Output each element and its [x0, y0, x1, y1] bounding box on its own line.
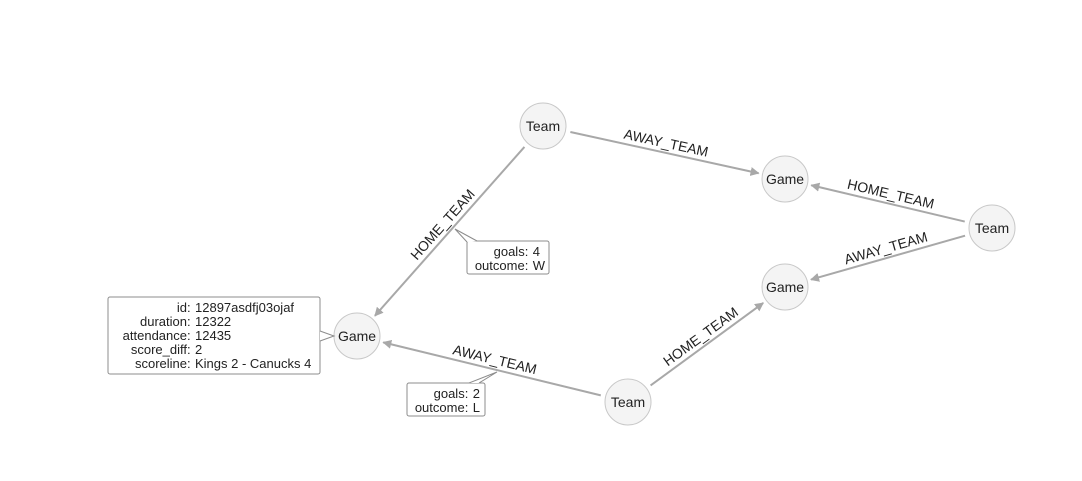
tooltip-pointer: [468, 371, 498, 384]
node-game[interactable]: Game: [333, 312, 381, 360]
node-team[interactable]: Team: [968, 204, 1016, 252]
node-game[interactable]: Game: [761, 263, 809, 311]
tooltip-value: Kings 2 - Canucks 4: [195, 356, 311, 371]
property-tooltip: goals:2 outcome: L: [406, 371, 498, 417]
tooltip-colon: :: [187, 300, 191, 315]
edge-label: HOME_TEAM: [846, 176, 936, 212]
edge-away-team[interactable]: AWAY_TEAM: [810, 228, 966, 282]
tooltip-colon: :: [187, 314, 191, 329]
node-circle[interactable]: [761, 263, 809, 311]
edge-line[interactable]: [374, 146, 526, 317]
node-label: Team: [975, 220, 1009, 236]
edge-line[interactable]: [810, 182, 965, 223]
node-circle[interactable]: [968, 204, 1016, 252]
tooltip-key: score_diff: [131, 342, 188, 357]
edge-label: AWAY_TEAM: [623, 126, 710, 160]
node-game[interactable]: Game: [761, 155, 809, 203]
tooltip-value: 2: [473, 386, 480, 401]
tooltip-key: outcome: [475, 258, 525, 273]
tooltip-key: id: [177, 300, 187, 315]
tooltip-key: scoreline: [135, 356, 187, 371]
tooltip-key: duration: [140, 314, 187, 329]
node-team[interactable]: Team: [604, 378, 652, 426]
edge-label: HOME_TEAM: [660, 304, 741, 369]
node-label: Team: [611, 394, 645, 410]
edge-line[interactable]: [810, 234, 966, 282]
tooltip-value: 12322: [195, 314, 231, 329]
edge-home-team[interactable]: HOME_TEAM: [649, 302, 764, 387]
tooltip-colon: :: [187, 356, 191, 371]
tooltip-key: attendance: [123, 328, 187, 343]
tooltip-pointer: [319, 330, 336, 342]
edge-home-team[interactable]: HOME_TEAM: [810, 176, 965, 223]
tooltip-value: 12897asdfj03ojaf: [195, 300, 294, 315]
tooltip-colon: :: [525, 258, 529, 273]
tooltip-key: outcome: [415, 400, 465, 415]
tooltip-key: goals: [494, 244, 526, 259]
node-label: Game: [766, 279, 804, 295]
node-circle[interactable]: [604, 378, 652, 426]
tooltip-box: [406, 382, 486, 417]
node-circle[interactable]: [761, 155, 809, 203]
tooltip-value: 4: [533, 244, 540, 259]
edge-label: AWAY_TEAM: [451, 341, 538, 377]
edge-line[interactable]: [649, 302, 764, 387]
tooltip-value: W: [533, 258, 546, 273]
tooltip-value: 2: [195, 342, 202, 357]
node-team[interactable]: Team: [519, 102, 567, 150]
node-label: Team: [526, 118, 560, 134]
tooltip-key: goals: [434, 386, 466, 401]
node-label: Game: [338, 328, 376, 344]
tooltip-pointer: [454, 228, 478, 243]
tooltip-value: L: [473, 400, 480, 415]
edge-home-team[interactable]: HOME_TEAM: [374, 146, 526, 317]
tooltip-colon: :: [465, 386, 469, 401]
edge-label: AWAY_TEAM: [842, 228, 929, 267]
edge-line[interactable]: [570, 131, 760, 176]
tooltip-colon: :: [525, 244, 529, 259]
tooltip-colon: :: [187, 328, 191, 343]
property-tooltip: goals:4 outcome: W: [454, 228, 550, 275]
node-label: Game: [766, 171, 804, 187]
tooltip-value: 12435: [195, 328, 231, 343]
edge-line[interactable]: [382, 339, 602, 397]
node-circle[interactable]: [519, 102, 567, 150]
tooltip-colon: :: [187, 342, 191, 357]
edge-away-team[interactable]: AWAY_TEAM: [570, 126, 760, 176]
tooltip-colon: :: [465, 400, 469, 415]
tooltip-box: [466, 240, 550, 275]
property-tooltip: id:12897asdfj03ojafduration:12322attenda…: [107, 296, 336, 375]
